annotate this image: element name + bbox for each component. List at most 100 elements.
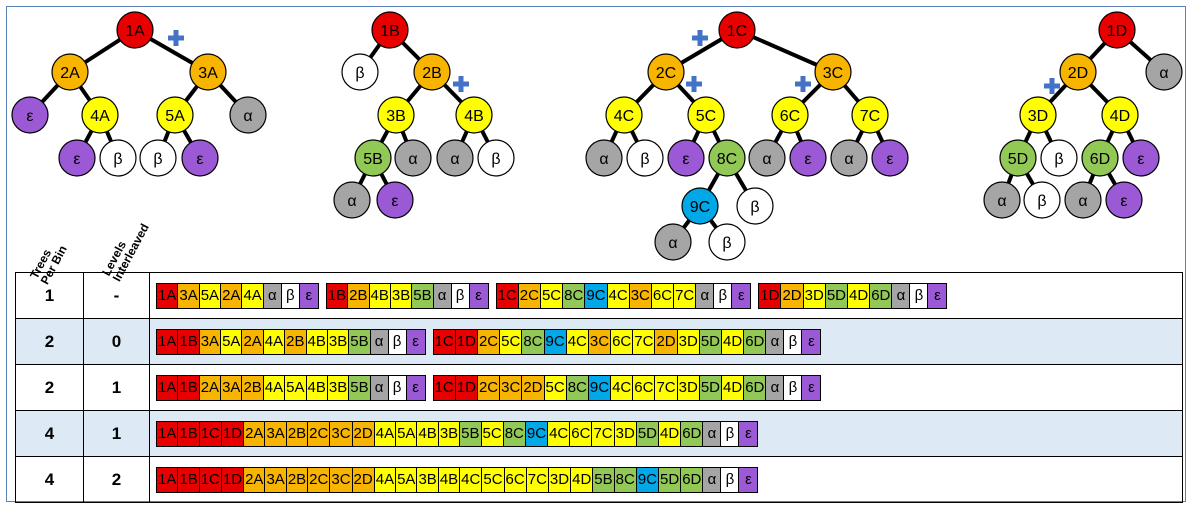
tree-node: β — [139, 139, 177, 177]
tree-node: β — [736, 187, 774, 225]
memory-cell: 3D — [677, 375, 700, 400]
memory-cell: 2C — [518, 283, 541, 308]
memory-cell: 5D — [825, 283, 849, 308]
tree-node-label: 1A — [125, 23, 145, 40]
tree-node-label: 5C — [696, 108, 716, 125]
trees-per-bin-cell: 4 — [15, 456, 84, 503]
tree-node-label: 5D — [1008, 151, 1028, 168]
memory-cell: 5A — [199, 283, 222, 308]
tree-node: ε — [376, 181, 414, 219]
tree-node: β — [99, 139, 137, 177]
memory-cell: 8C — [566, 375, 589, 400]
tree-node: ε — [667, 139, 705, 177]
tree-node-label: β — [640, 151, 649, 168]
memory-cell: 3C — [330, 467, 353, 492]
memory-cell: 2C — [477, 329, 501, 354]
memory-cell: 5D — [636, 421, 660, 446]
memory-cell: 4C — [566, 329, 589, 354]
tree-node-label: ε — [886, 151, 893, 168]
tree-node: α — [1145, 53, 1183, 91]
memory-cell: 2D — [352, 467, 375, 492]
tree-node-label: ε — [391, 193, 398, 210]
tree-node: 2B — [413, 53, 451, 91]
memory-cell: 6D — [870, 283, 893, 308]
tree-node-label: ε — [73, 151, 80, 168]
plus-icon — [453, 76, 469, 92]
memory-cell: 5C — [481, 421, 504, 446]
memory-cell: 1A — [157, 467, 179, 492]
memory-cell: 3C — [629, 283, 652, 308]
tree-node-label: 8C — [717, 151, 737, 168]
memory-cell: 9C — [588, 375, 612, 400]
memory-cell: 1D — [221, 421, 245, 446]
memory-cell: 2A — [244, 421, 266, 446]
tree-node-label: 2A — [60, 65, 80, 82]
memory-cell: 9C — [636, 467, 660, 492]
memory-cell: β — [714, 283, 733, 308]
tree-node-label: 1C — [727, 23, 747, 40]
tree-node-label: β — [113, 151, 122, 168]
memory-cell: 3B — [438, 421, 461, 446]
tree-node: ε — [11, 96, 49, 134]
memory-cell: 2D — [522, 375, 545, 400]
memory-cell: ε — [928, 283, 947, 308]
memory-cell: 3D — [548, 467, 572, 492]
tree-node-label: β — [491, 151, 500, 168]
tree-node-label: 5B — [363, 151, 383, 168]
memory-cell: 4C — [607, 283, 630, 308]
tree-node: 2D — [1059, 53, 1097, 91]
memory-cell: 9C — [544, 329, 567, 354]
memory-cell: 5A — [285, 375, 307, 400]
memory-cell: β — [721, 421, 740, 446]
tree-node-label: ε — [196, 151, 203, 168]
tree-node: 6D — [1081, 139, 1119, 177]
memory-cell: β — [784, 329, 803, 354]
tree-node-label: 4D — [1110, 108, 1130, 125]
tree-node: 1A — [116, 11, 154, 49]
tree-node-label: 4B — [464, 108, 484, 125]
memory-cell: 5A — [396, 467, 418, 492]
memory-cell: β — [451, 283, 470, 308]
memory-cell: 1A — [157, 329, 179, 354]
tree-node-label: 3A — [198, 65, 218, 82]
memory-cell: 4B — [369, 283, 391, 308]
memory-cell: 5C — [482, 467, 505, 492]
tree-node: 2C — [647, 53, 685, 91]
levels-interleaved-cell: 1 — [83, 410, 150, 457]
memory-cell: 4B — [306, 329, 328, 354]
memory-cell: 4C — [548, 421, 571, 446]
tree-node: β — [708, 223, 746, 261]
memory-cell: 5B — [349, 329, 371, 354]
memory-cell: 4D — [722, 329, 745, 354]
memory-cell: 4D — [571, 467, 594, 492]
levels-interleaved-cell: 1 — [83, 364, 150, 411]
tree-node: 7C — [851, 96, 889, 134]
memory-cell: 2A — [242, 329, 264, 354]
memory-cell: ε — [406, 375, 425, 400]
tree-node-label: α — [599, 151, 608, 168]
memory-cell: 2B — [348, 283, 370, 308]
memory-cell: 1D — [759, 283, 782, 308]
tree-node-label: 6D — [1090, 151, 1110, 168]
memory-cell: α — [892, 283, 911, 308]
memory-cell: β — [721, 467, 740, 492]
memory-cell: 4A — [374, 421, 397, 446]
memory-cell: β — [388, 329, 407, 354]
tree-node: 1B — [371, 11, 409, 49]
memory-cell: 3A — [178, 283, 200, 308]
memory-cell: 2C — [477, 375, 501, 400]
tree-node-label: 4C — [614, 108, 634, 125]
memory-cell: 3A — [221, 375, 243, 400]
memory-cell: ε — [739, 467, 758, 492]
tree-node: α — [983, 181, 1021, 219]
memory-cell: 2C — [308, 467, 331, 492]
